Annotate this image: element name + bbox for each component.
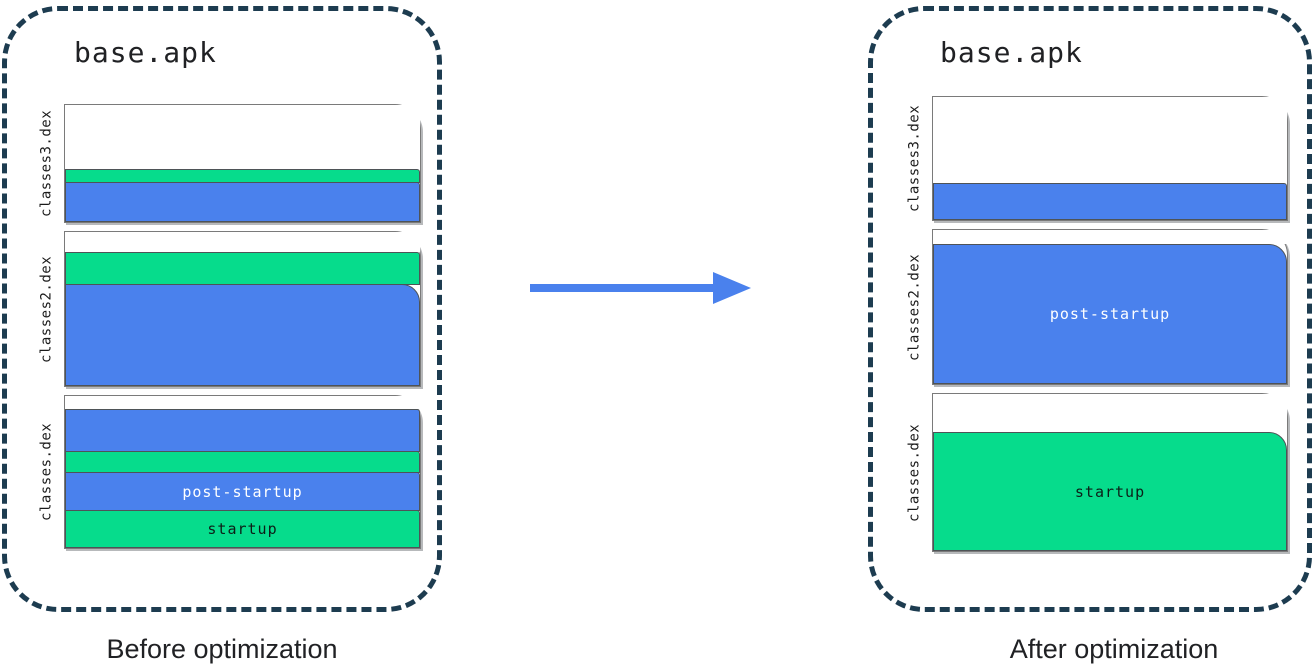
unassigned-space-segment xyxy=(65,105,420,169)
startup-classes-segment: startup xyxy=(933,432,1287,551)
startup-classes-segment xyxy=(65,169,420,183)
apk-title: base.apk xyxy=(940,36,1083,69)
post-startup-classes-segment xyxy=(933,183,1287,220)
dex-file-name: classes.dex xyxy=(906,423,923,522)
post-startup-classes-segment xyxy=(65,284,420,386)
dex-file-name: classes3.dex xyxy=(38,109,55,218)
arrow-icon xyxy=(530,272,751,304)
post-startup-classes-segment: post-startup xyxy=(933,244,1287,384)
unassigned-space-segment xyxy=(65,396,420,409)
caption-before: Before optimization xyxy=(106,634,338,664)
before-to-after-arrow xyxy=(525,266,755,310)
dex-file-page: post-startup xyxy=(932,229,1288,385)
apk-container-after: base.apk classes3.dex classes2.dex post-st… xyxy=(868,6,1312,612)
dex-file-page: startup xyxy=(932,393,1288,552)
unassigned-space-segment xyxy=(933,230,1287,244)
dex-file-name: classes2.dex xyxy=(906,253,923,361)
dex-file: classes.dex startup xyxy=(897,393,1288,552)
unassigned-space-segment xyxy=(933,97,1287,183)
dex-file-page xyxy=(932,96,1288,221)
segment-label: startup xyxy=(207,520,278,538)
dex-file-name: classes2.dex xyxy=(38,255,55,363)
unassigned-space-segment xyxy=(933,394,1287,432)
segment-label: post-startup xyxy=(1049,305,1171,323)
dex-file: classes.dex post-startup startup xyxy=(29,395,421,549)
dex-file: classes2.dex xyxy=(29,231,421,387)
startup-classes-segment: startup xyxy=(65,510,420,548)
segment-label: startup xyxy=(1074,482,1146,501)
dex-file-page xyxy=(64,104,421,223)
caption-after: After optimization xyxy=(1009,634,1219,664)
post-startup-classes-segment: post-startup xyxy=(65,472,420,511)
apk-title: base.apk xyxy=(74,36,217,69)
post-startup-classes-segment xyxy=(65,182,420,222)
segment-label: post-startup xyxy=(182,482,303,501)
unassigned-space-segment xyxy=(65,232,420,252)
dex-file-page: post-startup startup xyxy=(64,395,421,549)
startup-classes-segment xyxy=(65,451,420,473)
post-startup-classes-segment xyxy=(65,409,420,452)
dex-file-page xyxy=(64,231,421,387)
dex-file-name: classes.dex xyxy=(38,422,55,522)
dex-file: classes2.dex post-startup xyxy=(897,229,1288,385)
dex-file-name: classes3.dex xyxy=(906,104,923,213)
dex-file: classes3.dex xyxy=(897,96,1288,221)
dex-file-list: classes3.dex classes2.dex classes.dex post-… xyxy=(29,104,421,557)
dex-file: classes3.dex xyxy=(29,104,421,223)
startup-classes-segment xyxy=(65,252,420,285)
